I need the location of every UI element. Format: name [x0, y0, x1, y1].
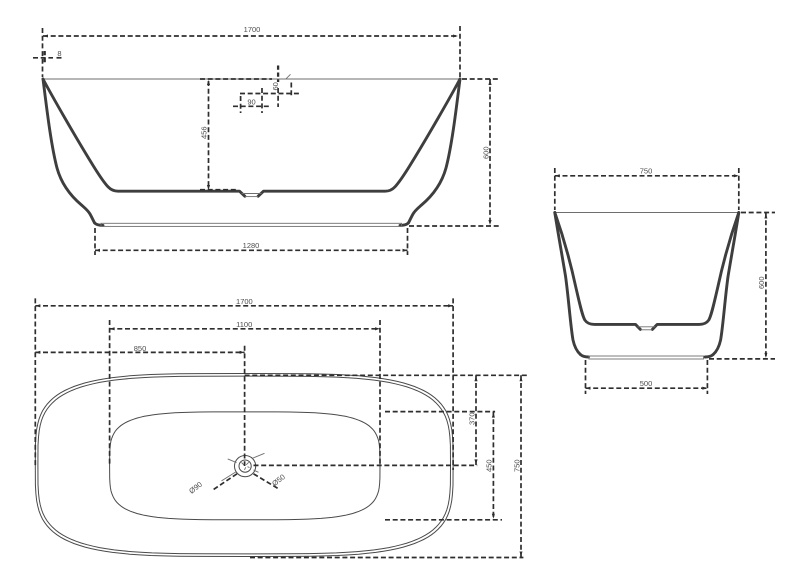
svg-text:370: 370	[467, 412, 476, 425]
svg-text:8: 8	[57, 49, 61, 58]
svg-text:1700: 1700	[236, 297, 253, 306]
svg-text:500: 500	[640, 379, 653, 388]
svg-text:1100: 1100	[236, 320, 252, 329]
svg-text:600: 600	[482, 146, 491, 159]
svg-text:600: 600	[757, 276, 766, 289]
svg-text:750: 750	[640, 166, 653, 175]
svg-text:90: 90	[247, 97, 255, 106]
svg-text:750: 750	[512, 459, 521, 472]
svg-text:450: 450	[485, 459, 494, 472]
svg-text:850: 850	[134, 344, 147, 353]
svg-text:60: 60	[271, 82, 280, 90]
svg-text:456: 456	[200, 126, 209, 139]
svg-text:1280: 1280	[243, 241, 260, 250]
svg-text:1700: 1700	[244, 25, 261, 34]
